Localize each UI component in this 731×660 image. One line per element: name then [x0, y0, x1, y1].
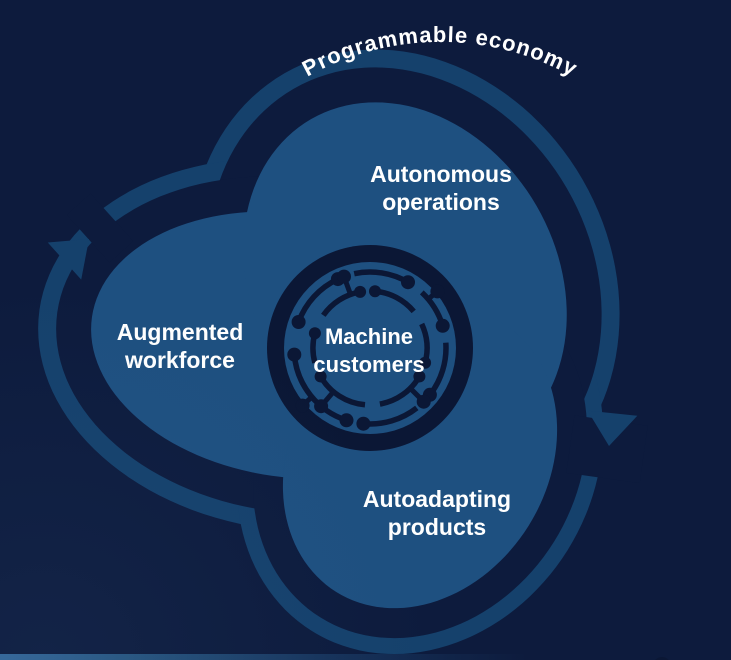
circuit-dot [419, 356, 432, 369]
circuit-dot [314, 370, 327, 383]
label-machine-customers-line1: Machine [325, 324, 413, 349]
circuit-dot [430, 284, 445, 299]
circuit-dot [435, 318, 450, 333]
label-autoadapting-products-line1: Autoadapting [363, 486, 511, 512]
label-autoadapting-products-line2: products [388, 514, 486, 540]
circuit-dot [416, 394, 431, 409]
circuit-dot [295, 398, 310, 413]
circuit-dot [287, 347, 302, 362]
flow-ring-gap [66, 193, 134, 263]
label-autonomous-operations-line2: operations [382, 189, 500, 215]
flow-arrowhead-up-icon [47, 239, 89, 280]
circuit-ring-icon [287, 269, 450, 431]
circuit-dot [314, 399, 329, 414]
circuit-dot [369, 285, 381, 298]
label-augmented-workforce-line2: workforce [124, 347, 235, 373]
flow-arrowhead-down-icon [587, 410, 638, 446]
circuit-dot [401, 275, 415, 290]
circuit-dot [413, 370, 426, 383]
circuit-dot [291, 315, 306, 329]
circuit-dot [337, 269, 351, 284]
circuit-dot [308, 327, 321, 340]
circuit-dot [356, 416, 371, 431]
label-augmented-workforce-line1: Augmented [117, 319, 244, 345]
label-autonomous-operations-line1: Autonomous [370, 161, 512, 187]
label-machine-customers-line2: customers [313, 352, 424, 377]
flow-ring-gap [566, 415, 648, 484]
circuit-dot [354, 285, 367, 298]
circuit-dot [339, 413, 354, 428]
labels: Autonomous operations Augmented workforc… [117, 161, 512, 540]
circuit-arc [291, 354, 348, 423]
